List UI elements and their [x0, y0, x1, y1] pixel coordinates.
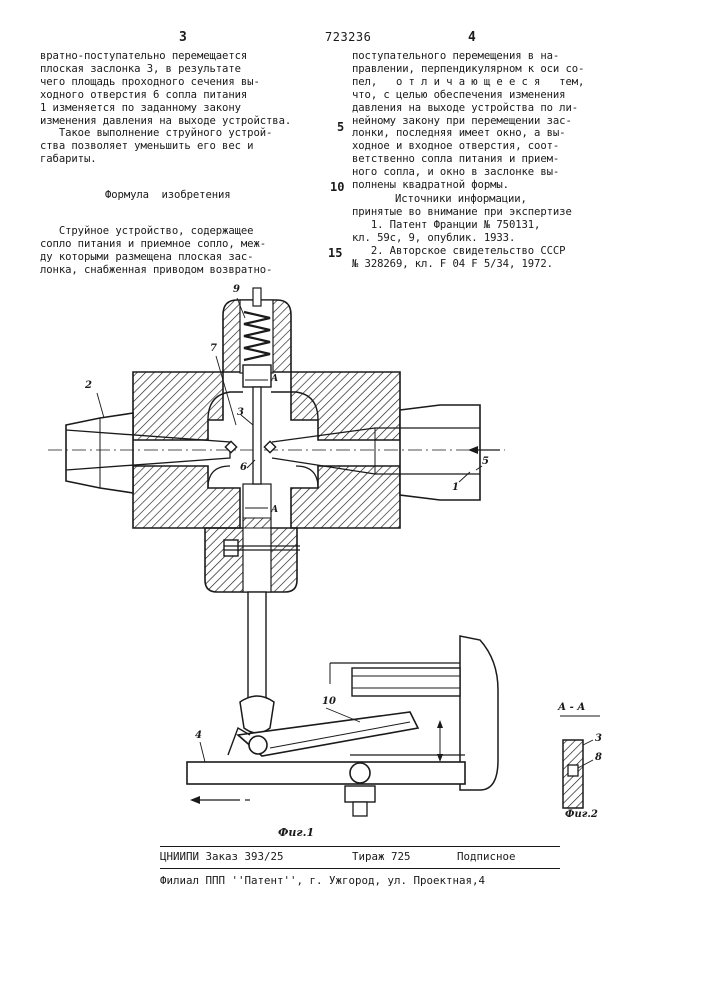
- label-9: 9: [233, 284, 240, 295]
- section-label-3: 3: [595, 733, 602, 744]
- label-6: 6: [240, 462, 247, 473]
- pivot-lower: [350, 763, 370, 783]
- label-7: 7: [210, 343, 217, 354]
- label-3: 3: [237, 407, 244, 418]
- top-stem: [253, 288, 261, 306]
- label-1: 1: [452, 482, 459, 493]
- footer-circulation: Тираж 725: [352, 850, 411, 863]
- footer-subscription: Подписное: [457, 850, 516, 863]
- fig1-caption: Фиг.1: [278, 826, 314, 839]
- body-top-right: [291, 372, 400, 440]
- slide-bar: [187, 762, 465, 784]
- section-title: А - А: [558, 702, 585, 713]
- footer-divider-bottom: [160, 868, 560, 869]
- label-2: 2: [85, 380, 92, 391]
- label-a-bottom: А: [271, 505, 278, 515]
- section-insert: [243, 518, 271, 528]
- receiving-nozzle: [400, 405, 480, 500]
- pushrod: [248, 592, 266, 702]
- lock-screw: [224, 540, 238, 556]
- pivot-upper: [249, 736, 267, 754]
- body-bottom-left: [133, 466, 240, 528]
- label-4: 4: [195, 730, 202, 741]
- body-bottom-right: [291, 466, 400, 528]
- flap: [253, 387, 261, 484]
- footer-branch: Филиал ППП ''Патент'', г. Ужгород, ул. П…: [160, 874, 485, 887]
- guide-bore: [243, 484, 271, 592]
- section-window: [568, 765, 578, 776]
- label-5: 5: [482, 456, 489, 467]
- footer-order: ЦНИИПИ Заказ 393/25: [160, 850, 284, 863]
- footer-divider-top: [160, 846, 560, 847]
- body-top: [133, 372, 223, 440]
- piston: [243, 365, 271, 387]
- bottom-nut: [345, 786, 375, 802]
- section-label-8: 8: [595, 752, 602, 763]
- label-10: 10: [322, 696, 336, 707]
- fig2-caption: Фиг.2: [565, 809, 598, 820]
- label-a-top: А: [271, 374, 278, 384]
